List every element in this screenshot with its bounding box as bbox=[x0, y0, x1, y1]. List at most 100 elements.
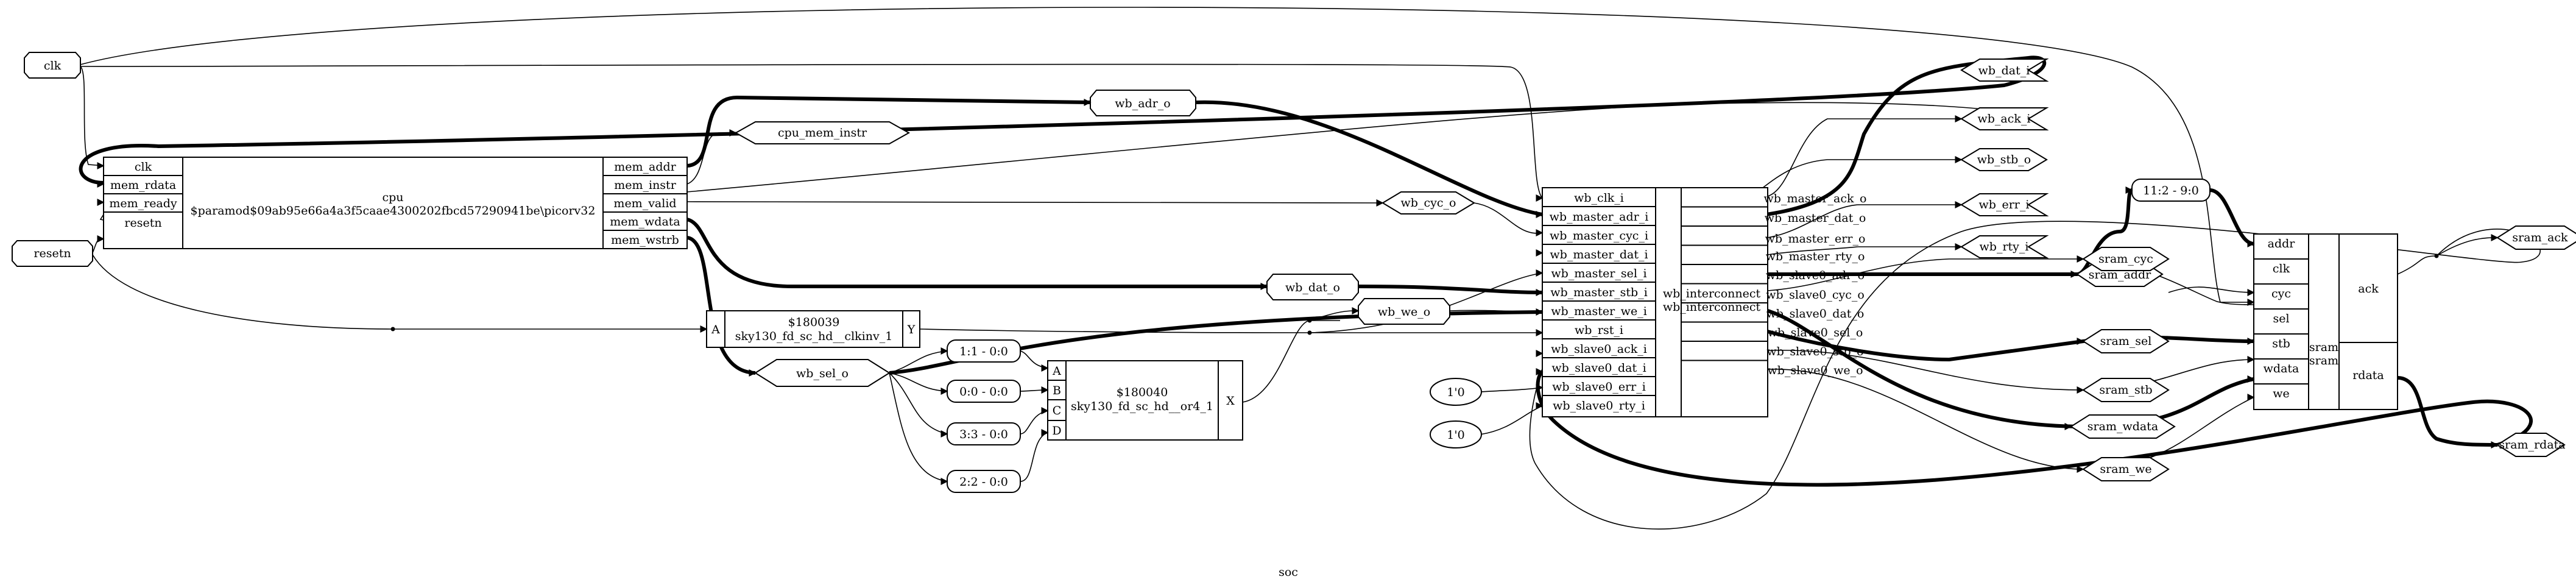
sel-slice3-wire bbox=[889, 372, 948, 434]
clk-port-label: clk bbox=[44, 59, 62, 73]
wb-we-o-port[interactable]: wb_we_o bbox=[1358, 298, 1450, 325]
arrowhead bbox=[1041, 406, 1049, 415]
arrowhead bbox=[97, 198, 105, 207]
cpu-input-resetn: resetn bbox=[124, 216, 161, 230]
slice-2-label: 0:0 - 0:0 bbox=[959, 385, 1008, 399]
cpu-instance-name: cpu bbox=[382, 191, 403, 204]
ic-input-wb-rst-i: wb_rst_i bbox=[1575, 324, 1623, 337]
wb-adr-o-port[interactable]: wb_adr_o bbox=[1090, 90, 1196, 116]
sram-cyc-port[interactable]: sram_cyc bbox=[2082, 247, 2170, 271]
arrowhead bbox=[1536, 269, 1544, 277]
wb-dat-i-bus bbox=[79, 55, 2047, 216]
ic-input-wb-clk-i: wb_clk_i bbox=[1574, 191, 1624, 205]
sram-addr-label: sram_addr bbox=[2089, 268, 2151, 282]
wb-we-i-wire bbox=[1449, 310, 1543, 313]
const-0-b-label: 1'0 bbox=[1447, 428, 1464, 442]
sram-type: sram bbox=[2309, 354, 2338, 367]
arrowhead bbox=[1084, 98, 1092, 107]
const-0-a: 1'0 bbox=[1430, 378, 1482, 406]
sram-wdata-port[interactable]: sram_wdata bbox=[2070, 414, 2176, 439]
arrowhead bbox=[1536, 194, 1544, 202]
ic-input-slave0-rty-i: wb_slave0_rty_i bbox=[1553, 399, 1645, 413]
sram-stb-label: sram_stb bbox=[2099, 383, 2152, 397]
arrowhead bbox=[1536, 308, 1544, 316]
wb-err-i-port[interactable]: wb_err_i bbox=[1960, 193, 2049, 216]
wb-stb-o-port[interactable]: wb_stb_o bbox=[1960, 148, 2048, 171]
slice4-or-wire bbox=[1020, 432, 1048, 482]
arrowhead bbox=[749, 369, 757, 377]
sram-block[interactable]: addr clk cyc sel stb wdata we sram sram … bbox=[2253, 233, 2398, 410]
arrowhead bbox=[1955, 200, 1963, 209]
sram-output-ack: ack bbox=[2358, 282, 2379, 296]
ic-input-slave0-ack-i: wb_slave0_ack_i bbox=[1551, 342, 1647, 356]
or4-cell[interactable]: A B C D $180040 sky130_fd_sc_hd__or4_1 X bbox=[1047, 360, 1243, 441]
wb-dat-i-port[interactable]: wb_dat_i bbox=[1960, 58, 2049, 82]
slice-1[interactable]: 1:1 - 0:0 bbox=[947, 339, 1021, 363]
cpu-output-mem-instr: mem_instr bbox=[614, 179, 676, 192]
sram-ack-port[interactable]: sram_ack bbox=[2496, 225, 2576, 250]
cpu-mem-instr-port[interactable]: cpu_mem_instr bbox=[734, 121, 911, 144]
wb-rty-i-port[interactable]: wb_rty_i bbox=[1960, 235, 2049, 258]
arrowhead bbox=[1536, 210, 1544, 219]
master-err-wire bbox=[1767, 204, 1961, 238]
clk-wire-interconnect bbox=[80, 63, 1543, 199]
wb-adr-o-label: wb_adr_o bbox=[1115, 97, 1170, 110]
or-out-wire bbox=[1242, 320, 1340, 403]
sram-rdata-port[interactable]: sram_rdata bbox=[2496, 433, 2566, 457]
arrowhead bbox=[1536, 249, 1544, 257]
slice-1-label: 1:1 - 0:0 bbox=[959, 345, 1008, 358]
wb-cyc-o-port[interactable]: wb_cyc_o bbox=[1382, 191, 1475, 214]
wb-interconnect-block[interactable]: wb_clk_i wb_master_adr_i wb_master_cyc_i… bbox=[1542, 187, 1866, 417]
resetn-port[interactable]: resetn bbox=[12, 240, 93, 267]
slice-2[interactable]: 0:0 - 0:0 bbox=[947, 380, 1021, 403]
arrowhead bbox=[2125, 186, 2133, 194]
cpu-output-mem-wdata: mem_wdata bbox=[610, 215, 680, 229]
addr-slice[interactable]: 11:2 - 9:0 bbox=[2131, 179, 2211, 202]
const-0-a-label: 1'0 bbox=[1447, 386, 1464, 399]
reset-joint bbox=[390, 327, 395, 332]
cpu-output-mem-valid: mem_valid bbox=[613, 197, 676, 210]
clkinv-type: sky130_fd_sc_hd__clkinv_1 bbox=[735, 330, 893, 343]
wb-adr-bus bbox=[1195, 100, 1543, 216]
mem-instr-wire bbox=[686, 132, 736, 185]
cpu-block[interactable]: clk mem_rdata mem_ready resetn cpu $para… bbox=[103, 157, 688, 249]
wb-cyc-wire bbox=[1473, 202, 1543, 234]
slice-3[interactable]: 3:3 - 0:0 bbox=[947, 422, 1021, 445]
arrowhead bbox=[1352, 307, 1360, 315]
arrowhead bbox=[940, 477, 948, 486]
wires bbox=[79, 7, 2541, 530]
sel-slice4-wire bbox=[889, 372, 948, 482]
wb-ack-i-port[interactable]: wb_ack_i bbox=[1960, 107, 2049, 130]
arrowhead bbox=[2247, 239, 2255, 248]
arrowhead bbox=[2077, 255, 2084, 263]
arrowhead bbox=[2247, 298, 2255, 307]
or4-input-b: B bbox=[1053, 384, 1061, 397]
arrowhead bbox=[1955, 243, 1963, 251]
ic-output-master-dat-o: wb_master_dat_o bbox=[1765, 211, 1866, 225]
wb-ack-i-label: wb_ack_i bbox=[1978, 112, 2031, 126]
wb-we-o-label: wb_we_o bbox=[1378, 305, 1430, 319]
sram-input-cyc: cyc bbox=[2271, 287, 2291, 300]
slice-4[interactable]: 2:2 - 0:0 bbox=[947, 470, 1021, 493]
wb-stb-i-wire bbox=[1309, 272, 1543, 333]
cpu-type: $paramod$09ab95e66a4a3f5caae4300202fbcd5… bbox=[191, 204, 596, 218]
cpu-input-mem-rdata: mem_rdata bbox=[110, 179, 176, 192]
ic-type: wb_interconnect bbox=[1663, 300, 1761, 314]
sram-we-port[interactable]: sram_we bbox=[2082, 457, 2170, 481]
arrowhead bbox=[1536, 349, 1544, 358]
wb-dat-o-port[interactable]: wb_dat_o bbox=[1266, 274, 1359, 300]
sram-instance-name: sram bbox=[2309, 341, 2338, 354]
arrowhead bbox=[2077, 337, 2084, 346]
wb-sel-o-label: wb_sel_o bbox=[796, 367, 849, 380]
ic-output-master-rty-o: wb_master_rty_o bbox=[1766, 250, 1865, 263]
sram-stb-port[interactable]: sram_stb bbox=[2082, 378, 2170, 402]
ic-input-master-cyc-i: wb_master_cyc_i bbox=[1550, 229, 1648, 243]
clk-port[interactable]: clk bbox=[24, 52, 81, 79]
arrowhead bbox=[940, 347, 948, 355]
sram-sel-port[interactable]: sram_sel bbox=[2082, 329, 2170, 353]
wb-sel-o-port[interactable]: wb_sel_o bbox=[754, 359, 891, 387]
const2-wire bbox=[1480, 405, 1543, 435]
clkinv-instance-name: $180039 bbox=[788, 316, 840, 329]
arrowhead bbox=[940, 430, 948, 438]
clkinv-cell[interactable]: A $180039 sky130_fd_sc_hd__clkinv_1 Y bbox=[706, 310, 920, 348]
